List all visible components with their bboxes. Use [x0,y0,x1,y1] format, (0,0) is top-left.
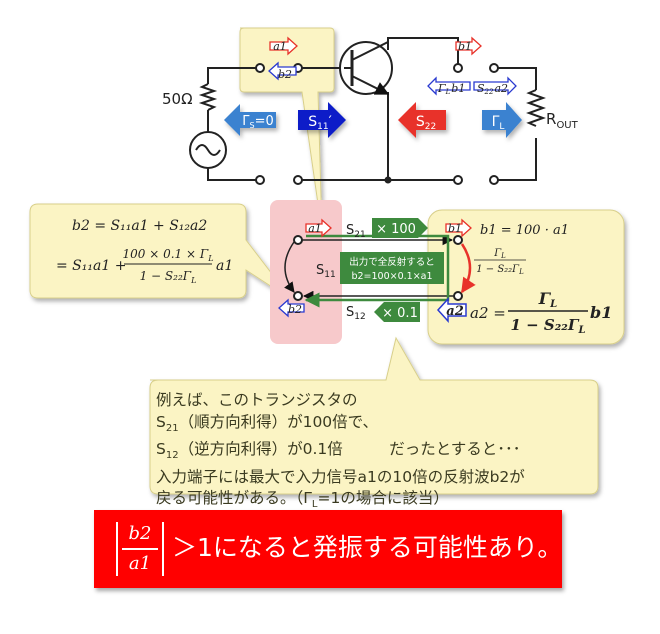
source-impedance-label: 50Ω [162,90,193,108]
s21-gain-badge: × 100 [372,218,428,238]
output-wave-s22-a2-tag: S22a2 [473,76,517,96]
reflection-note: 出力で全反射すると b2=100×0.1×a1 [340,252,444,284]
left-formula-line1: b2 = S₁₁a1 + S₁₂a2 [72,218,207,234]
flow-port-a2-tag: a2 [436,297,467,323]
output-wave-b1-tag: b1 [455,36,482,56]
load-reflection-curve [460,243,476,294]
explanation-line-3: S12（逆方向利得）が0.1倍 だったとすると･･･ [156,440,521,462]
svg-text:ΓS=0: ΓS=0 [242,114,274,130]
explanation-callout [149,336,599,495]
output-wave-gl-b1-rest: b1 [451,82,465,95]
s11-label: S11 [316,263,336,280]
explanation-line-1: 例えば、このトランジスタの [156,391,358,409]
ratio-denominator: a1 [128,553,152,574]
output-resistance-label: ROUT [546,110,579,131]
svg-text:ΓLb1: ΓLb1 [437,82,465,96]
left-formula-line2-prefix: = S₁₁a1 + [56,258,126,274]
s11-branch [284,241,295,293]
explanation-line-2: S21（順方向利得）が100倍で、 [156,412,379,434]
left-formula-suffix: a1 [216,258,233,274]
explanation-text: 例えば、このトランジスタの S21（順方向利得）が100倍で、 S12（逆方向利… [156,390,596,516]
a2-equation-numerator: ΓL [538,289,557,310]
s12-label: S12 [346,305,366,322]
left-formula-box [29,203,293,301]
svg-text:b2=100×0.1×a1: b2=100×0.1×a1 [351,271,432,282]
input-wave-a1-label: a1 [273,40,287,53]
svg-text:b1: b1 [448,222,462,235]
explanation-line-4: 入力端子には最大で入力信号a1の10倍の反射波b2が [156,467,525,486]
svg-text:a2: a2 [446,304,463,319]
svg-text:a1: a1 [308,222,322,235]
svg-text:× 0.1: × 0.1 [382,306,418,321]
svg-text:S22: S22 [416,114,436,132]
gamma-l-arrow: ΓL [482,102,522,138]
b1-equation: b1 = 100 · a1 [480,223,569,238]
output-wave-gl-b1-sub: L [445,88,451,96]
output-wave-s22-a2-s: S [477,82,485,95]
s11-prime-arrow: S11′ [298,102,346,138]
ratio-numerator: b2 [128,523,152,544]
gamma-fraction-numerator: ΓL [493,248,506,260]
output-wave-gl-b1-gamma: Γ [437,82,446,95]
input-wave-a1-tag: a1 [269,36,298,56]
svg-text:S11′: S11′ [308,114,332,132]
a2-equation-lhs: a2 = [470,304,506,322]
output-wave-s22-a2-sub: 22 [484,88,494,96]
output-wave-s22-a2-rest: a2 [494,82,508,95]
flow-port-b2-tag: b2 [278,298,305,318]
source-resistor [198,83,218,111]
left-formula-numerator: 100 × 0.1 × ΓL [123,247,214,263]
input-wave-b2-label: b2 [278,68,292,81]
flow-nodes [293,235,463,301]
svg-text:b2: b2 [288,303,302,316]
a2-equation-denominator: 1 − S₂₂ΓL [510,316,585,336]
svg-text:出力で全反射すると: 出力で全反射すると [349,256,435,268]
svg-text:ΓL: ΓL [492,114,505,132]
input-wave-b2-tag: b2 [268,61,297,81]
ratio-fraction-bar [122,548,158,550]
flow-port-b1-tag: b1 [445,218,472,238]
s22-arrow: S22 [398,102,446,138]
ac-source [189,131,227,169]
flow-port-a1-tag: a1 [305,218,332,238]
gamma-fraction-denominator: 1 − S₂₂ΓL [476,264,524,276]
oscillation-warning-banner: b2 a1 ＞1になると発振する可能性あり。 [94,510,562,588]
svg-text:S22a2: S22a2 [477,82,508,96]
a2-equation-rhs: b1 [590,303,612,322]
ground-junction [384,176,392,184]
input-wave-box [239,27,335,233]
svg-text:× 100: × 100 [376,222,416,237]
reflection-ratio-abs: b2 a1 [116,522,164,576]
circuit-wires [207,37,537,181]
oscillation-warning-text: ＞1になると発振する可能性あり。 [172,533,563,562]
s21-label: S21 [346,223,366,240]
gamma-s-arrow: ΓS=0 [224,104,276,136]
output-wave-b1-label: b1 [458,40,472,53]
left-formula-denominator: 1 − S₂₂ΓL [140,269,197,285]
output-resistor [526,89,546,127]
output-wave-gl-b1-tag: ΓLb1 [427,76,471,96]
transistor-symbol [339,41,393,95]
explanation-line-5: 戻る可能性がある。（ΓL=1の場合に該当） [156,489,449,511]
s12-gain-badge: × 0.1 [374,302,420,322]
